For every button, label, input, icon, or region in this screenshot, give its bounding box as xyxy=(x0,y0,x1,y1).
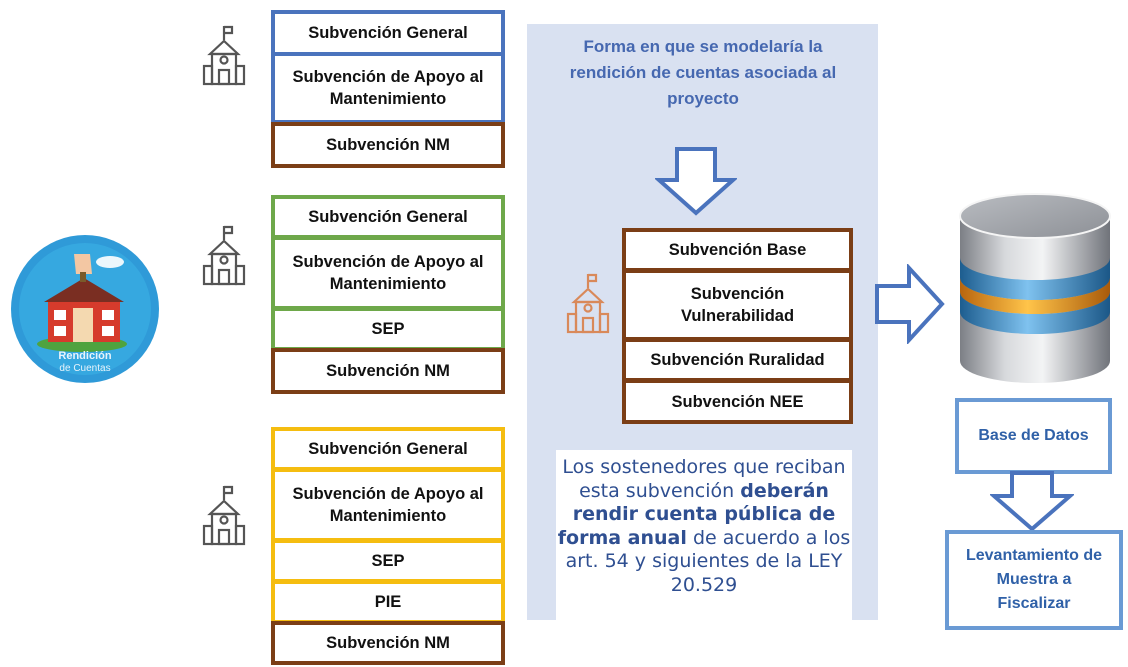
school-icon xyxy=(202,225,246,286)
logo-icon: Rendición de Cuentas xyxy=(11,235,159,383)
project-subvencion-vulnerabilidad: Subvención Vulnerabilidad xyxy=(622,269,853,341)
project-subvencion-nee: Subvención NEE xyxy=(622,379,853,424)
sample-label: Levantamiento de Muestra a Fiscalizar xyxy=(945,530,1123,630)
group3-pie: PIE xyxy=(271,580,505,624)
note-bold: deberán rendir cuenta pública de forma a… xyxy=(557,479,836,549)
right-arrow-icon xyxy=(875,264,945,344)
down-arrow-icon xyxy=(655,147,737,216)
group1-subvencion-apoyo: Subvención de Apoyo al Mantenimiento xyxy=(271,52,505,124)
group3-subvencion-general: Subvención General xyxy=(271,427,505,471)
school-icon xyxy=(202,25,246,86)
note-part1: Los sostenedores que reciban esta subven… xyxy=(562,456,846,502)
logo-text-2: de Cuentas xyxy=(59,363,110,374)
down-arrow-icon xyxy=(990,471,1074,532)
project-subvencion-base: Subvención Base xyxy=(622,228,853,272)
school-icon xyxy=(202,485,246,546)
group2-subvencion-apoyo: Subvención de Apoyo al Mantenimiento xyxy=(271,236,505,310)
school-icon-highlighted xyxy=(566,273,610,334)
legal-note: Los sostenedores que reciban esta subven… xyxy=(556,450,852,662)
rendicion-de-cuentas-logo: Rendición de Cuentas xyxy=(10,234,160,384)
logo-text-1: Rendición xyxy=(58,350,111,362)
database-label: Base de Datos xyxy=(955,398,1112,474)
group3-subvencion-nm: Subvención NM xyxy=(271,621,505,665)
database-icon xyxy=(959,193,1111,383)
group2-subvencion-nm: Subvención NM xyxy=(271,348,505,394)
group1-subvencion-nm: Subvención NM xyxy=(271,122,505,168)
group2-subvencion-general: Subvención General xyxy=(271,195,505,239)
group3-subvencion-apoyo: Subvención de Apoyo al Mantenimiento xyxy=(271,468,505,542)
project-subvencion-ruralidad: Subvención Ruralidad xyxy=(622,338,853,382)
group2-sep: SEP xyxy=(271,307,505,351)
note-part2: de acuerdo a los art. 54 y siguientes de… xyxy=(565,526,851,596)
panel-title: Forma en que se modelaría la rendición d… xyxy=(569,37,837,108)
group3-sep: SEP xyxy=(271,539,505,583)
group1-subvencion-general: Subvención General xyxy=(271,10,505,56)
